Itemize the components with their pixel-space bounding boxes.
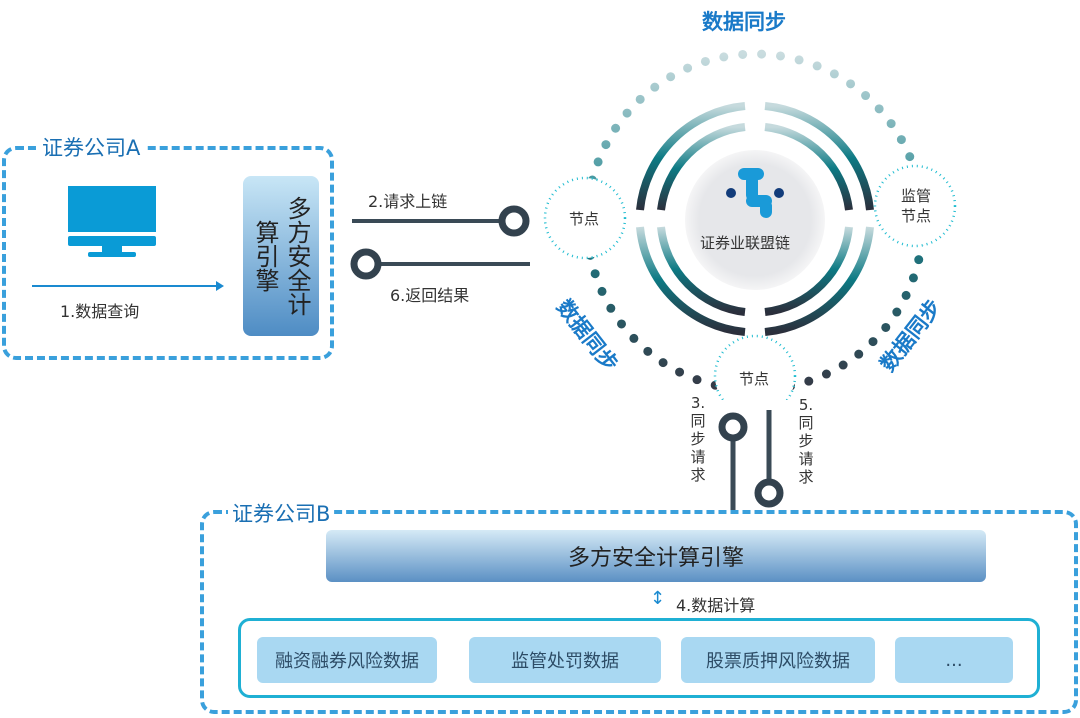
- step4-label: 4.数据计算: [676, 596, 756, 615]
- step6-label: 6.返回结果: [390, 286, 470, 305]
- link-connectors: [350, 205, 530, 280]
- data-item-pledge-risk: 股票质押风险数据: [681, 637, 875, 683]
- company-a-title: 证券公司A: [38, 132, 145, 162]
- step1-label: 1.数据查询: [60, 302, 140, 321]
- step3-label: 3.同步请求: [690, 394, 706, 484]
- mpc-engine-b: 多方安全计算引擎: [326, 530, 986, 582]
- data-item-penalty: 监管处罚数据: [469, 637, 661, 683]
- sync-connectors: [718, 410, 784, 510]
- company-b-title: 证券公司B: [228, 498, 335, 528]
- step2-label: 2.请求上链: [368, 192, 448, 211]
- company-b-box: [200, 510, 1078, 714]
- data-item-margin-risk: 融资融券风险数据: [257, 637, 437, 683]
- node-left: 节点: [569, 210, 600, 228]
- company-a-box: [2, 146, 334, 360]
- chain-logo-icon: [726, 168, 784, 218]
- step5-label: 5.同步请求: [798, 396, 814, 486]
- data-sources-box: 融资融券风险数据 监管处罚数据 股票质押风险数据 ...: [238, 618, 1040, 698]
- node-bottom: 节点: [739, 370, 770, 388]
- mpc-engine-a: 多方安全计算引擎: [243, 176, 319, 336]
- monitor-icon: [68, 186, 156, 264]
- query-arrow: [32, 276, 224, 291]
- chain-center-label: 证券业联盟链: [700, 234, 791, 252]
- sync-label-top: 数据同步: [702, 10, 786, 34]
- consortium-chain-graphic: [543, 49, 957, 400]
- compute-arrow-icon: ↕: [650, 588, 666, 609]
- node-regulator: 监管节点: [900, 187, 931, 225]
- data-item-more: ...: [895, 637, 1013, 683]
